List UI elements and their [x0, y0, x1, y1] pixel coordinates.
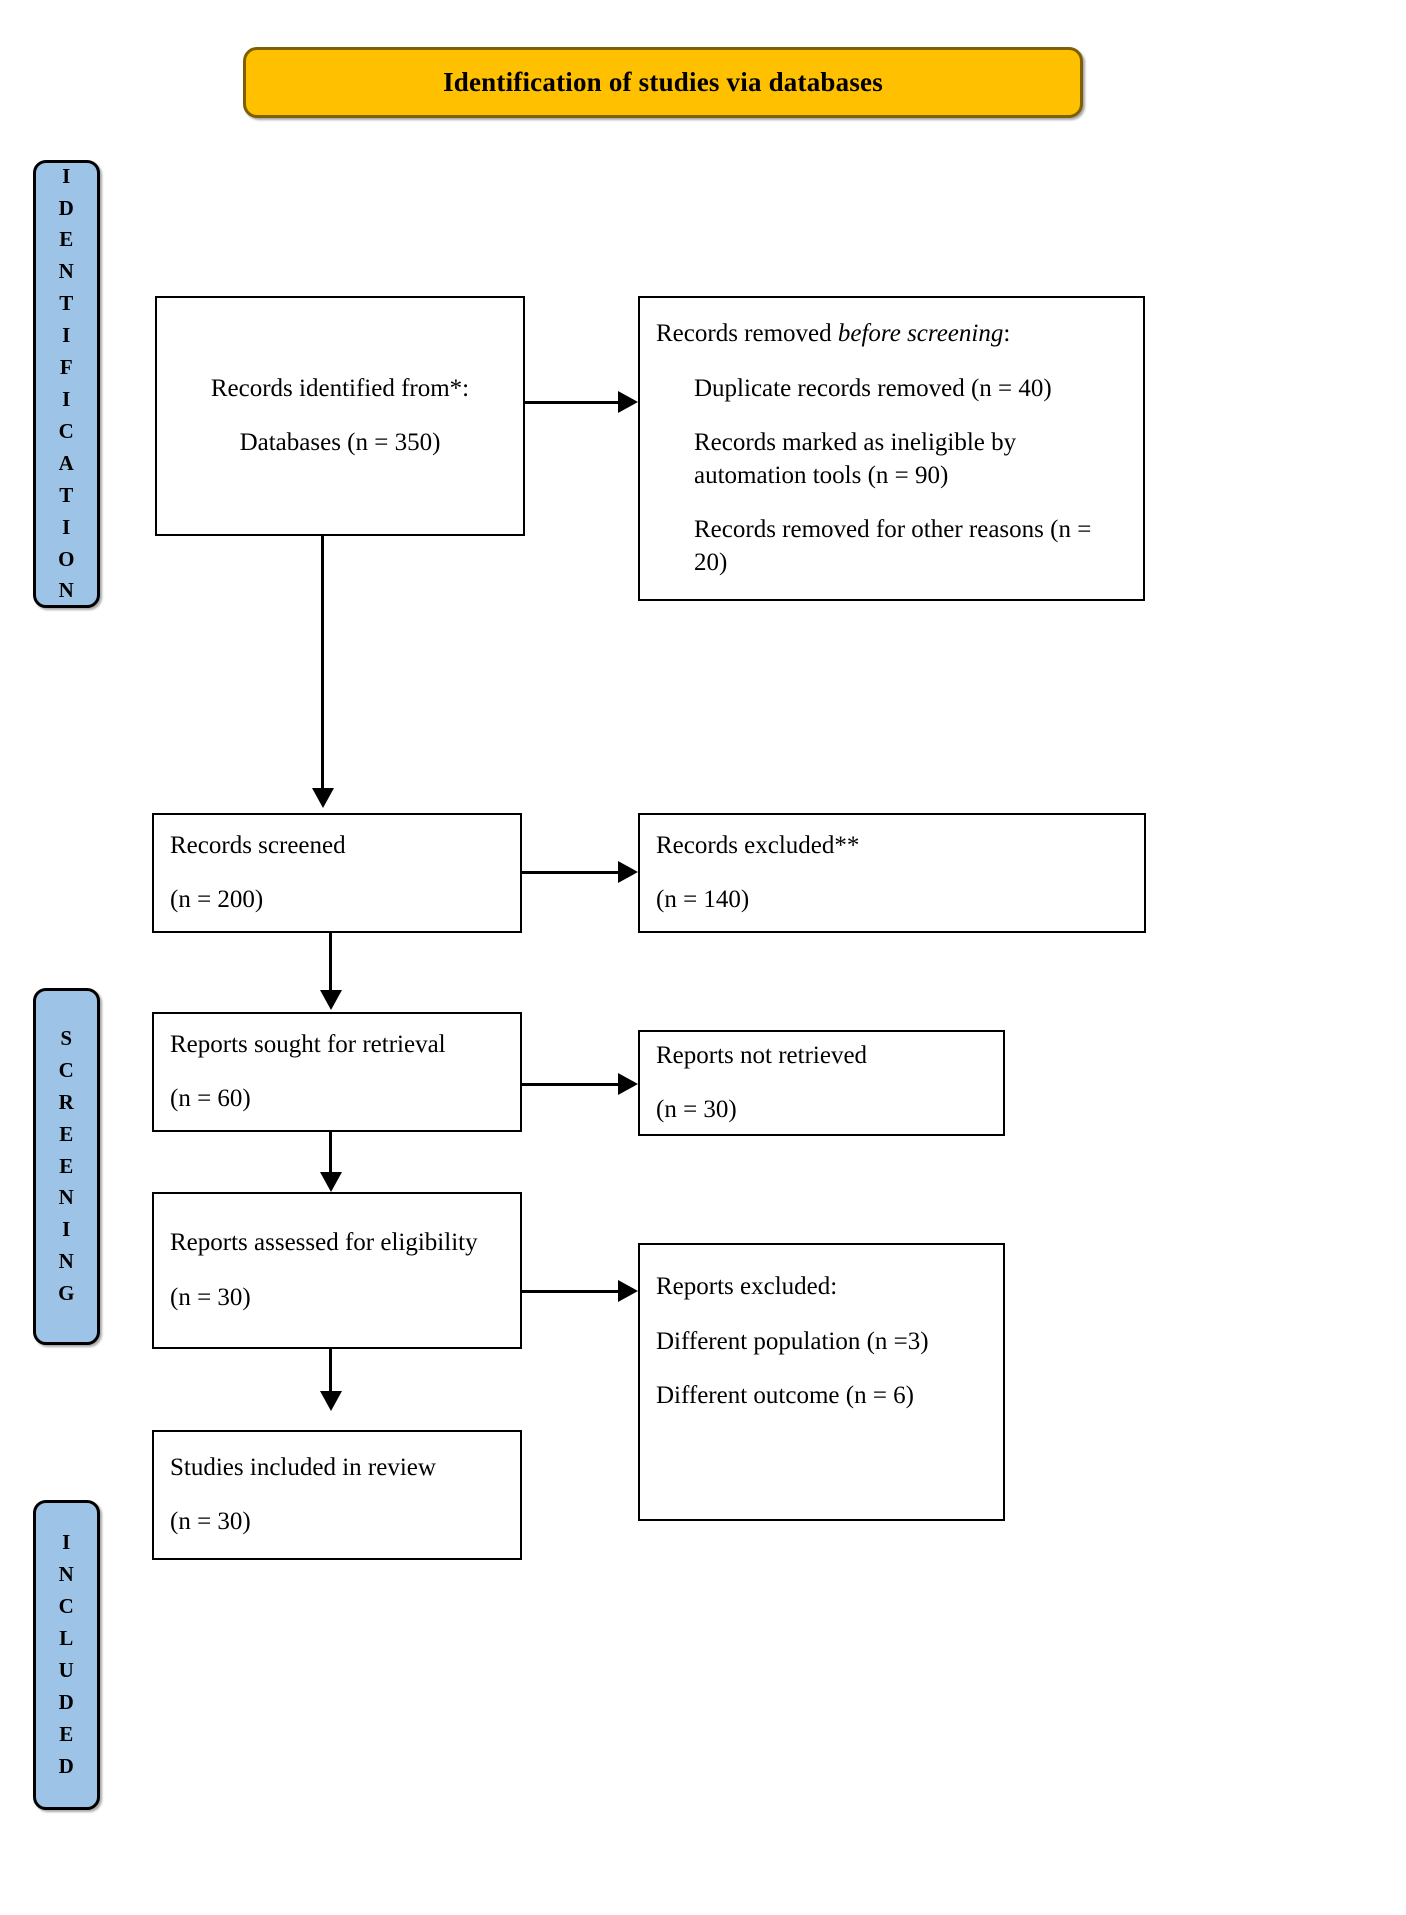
- box-studies-included: Studies included in review (n = 30): [152, 1430, 522, 1560]
- arrow-screened-to-sought-line: [329, 933, 332, 993]
- box-reports-sought: Reports sought for retrieval (n = 60): [152, 1012, 522, 1132]
- box-records-screened: Records screened (n = 200): [152, 813, 522, 933]
- records-identified-line2: Databases (n = 350): [239, 429, 441, 456]
- arrow-sought-to-assessed-line: [329, 1132, 332, 1175]
- arrow-assessed-to-studies-head: [320, 1391, 342, 1411]
- records-removed-item-duplicates: Duplicate records removed (n = 40): [694, 374, 1052, 402]
- diagram-title: Identification of studies via databases: [443, 67, 883, 97]
- records-excluded-line2: (n = 140): [656, 886, 750, 913]
- records-identified-line1: Records identified from*:: [210, 374, 470, 402]
- box-reports-assessed: Reports assessed for eligibility (n = 30…: [152, 1192, 522, 1349]
- records-screened-line2: (n = 200): [170, 886, 264, 913]
- records-removed-heading: Records removed before screening:: [656, 318, 1010, 351]
- arrow-sought-to-assessed-head: [320, 1172, 342, 1192]
- box-records-excluded: Records excluded** (n = 140): [638, 813, 1146, 933]
- records-removed-item-automation: Records marked as ineligible by automati…: [694, 429, 1017, 489]
- records-removed-heading-prefix: Records removed: [656, 320, 838, 347]
- reports-excluded-reason-population: Different population (n =3): [656, 1327, 929, 1355]
- reports-sought-line2: (n = 60): [170, 1085, 251, 1112]
- box-records-identified: Records identified from*: Databases (n =…: [155, 296, 525, 536]
- arrow-sought-to-notretrieved-head: [618, 1073, 638, 1095]
- arrow-sought-to-notretrieved-line: [522, 1083, 620, 1086]
- studies-included-line2: (n = 30): [170, 1508, 251, 1535]
- arrow-screened-to-sought-head: [320, 990, 342, 1010]
- arrow-assessed-to-repexcluded-head: [618, 1280, 638, 1302]
- arrow-identified-to-screened-head: [312, 788, 334, 808]
- arrow-assessed-to-studies-line: [329, 1349, 332, 1394]
- records-removed-heading-italic: before screening: [837, 320, 1004, 347]
- reports-not-retrieved-line1: Reports not retrieved: [656, 1041, 868, 1069]
- records-excluded-line1: Records excluded**: [656, 831, 860, 859]
- reports-not-retrieved-line2: (n = 30): [656, 1096, 737, 1123]
- studies-included-line1: Studies included in review: [170, 1453, 436, 1481]
- reports-assessed-line1: Reports assessed for eligibility: [170, 1229, 478, 1256]
- records-screened-line1: Records screened: [170, 831, 346, 859]
- arrow-identified-to-removed-head: [618, 391, 638, 413]
- box-reports-excluded-reasons: Reports excluded: Different population (…: [638, 1243, 1005, 1521]
- diagram-header-banner: Identification of studies via databases: [243, 47, 1083, 118]
- arrow-identified-to-screened-line: [321, 536, 324, 791]
- reports-assessed-line2: (n = 30): [170, 1283, 251, 1311]
- arrow-assessed-to-repexcluded-line: [522, 1290, 620, 1293]
- reports-excluded-heading: Reports excluded:: [656, 1273, 838, 1300]
- records-removed-heading-suffix: :: [1003, 320, 1011, 347]
- arrow-screened-to-excluded-line: [522, 871, 620, 874]
- reports-sought-line1: Reports sought for retrieval: [170, 1030, 446, 1058]
- reports-excluded-reason-outcome: Different outcome (n = 6): [656, 1382, 914, 1409]
- arrow-screened-to-excluded-head: [618, 861, 638, 883]
- records-removed-item-other: Records removed for other reasons (n = 2…: [694, 516, 1092, 576]
- arrow-identified-to-removed-line: [525, 401, 620, 404]
- box-records-removed: Records removed before screening: Duplic…: [638, 296, 1145, 601]
- box-reports-not-retrieved: Reports not retrieved (n = 30): [638, 1030, 1005, 1136]
